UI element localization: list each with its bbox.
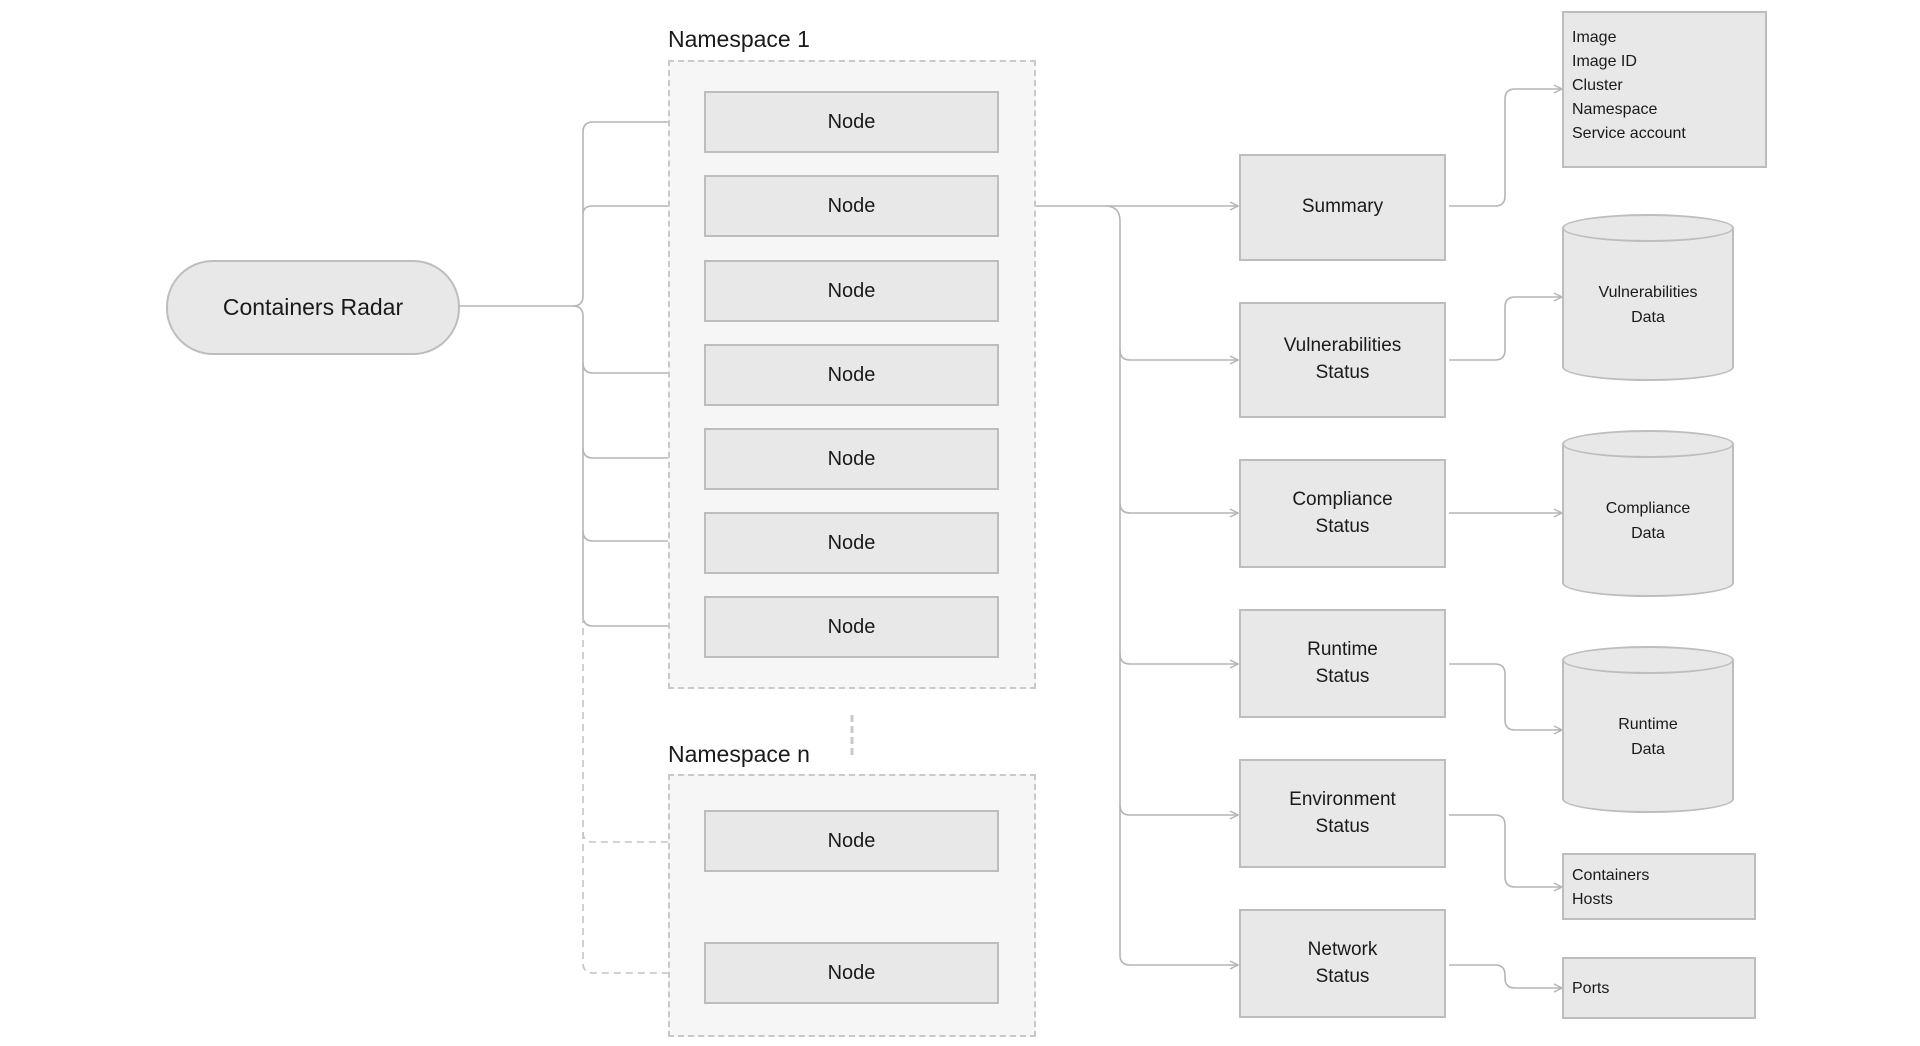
node-label: Node	[827, 364, 876, 386]
detail-item: Ports	[1572, 980, 1610, 997]
namespace-1-title: Namespace 1	[668, 26, 810, 52]
cylinder-top	[1562, 430, 1734, 458]
status-label: Environment	[1289, 788, 1396, 810]
node-box: Node	[704, 512, 999, 574]
status-label: Network	[1307, 938, 1378, 960]
node-label: Node	[827, 448, 876, 470]
connector-node-status	[1119, 805, 1240, 970]
data-store-label-line: Data	[1631, 525, 1665, 542]
node-box: Node	[704, 942, 999, 1004]
data-store-label-line: Vulnerabilities	[1598, 284, 1698, 301]
status-label: Summary	[1301, 196, 1384, 218]
network-details-box: Ports	[1562, 957, 1756, 1019]
detail-item: Namespace	[1572, 101, 1658, 118]
namespace-n-title: Namespace n	[668, 741, 810, 767]
node-box: Node	[704, 810, 999, 872]
node-label: Node	[827, 280, 876, 302]
connector-root-dashed	[582, 832, 706, 978]
connector-node-status	[1119, 350, 1240, 518]
data-store-label-line: Compliance	[1605, 500, 1691, 517]
detail-item: Image ID	[1572, 53, 1637, 70]
data-store-label-line: Runtime	[1618, 716, 1678, 733]
detail-item: Containers	[1572, 867, 1650, 884]
vulnerabilities-data-store: Vulnerabilities Data	[1562, 214, 1734, 381]
node-label: Node	[827, 962, 876, 984]
connector-status-detail	[1449, 292, 1564, 361]
connector-node-status	[1104, 205, 1240, 365]
status-label: Status	[1315, 515, 1370, 537]
cylinder-body	[1562, 659, 1734, 813]
connector-root	[582, 201, 706, 215]
data-store-label: Vulnerabilities Data	[1562, 242, 1734, 368]
cylinder-top	[1562, 214, 1734, 242]
connector-node-status	[1119, 503, 1240, 669]
runtime-data-store: Runtime Data	[1562, 646, 1734, 813]
compliance-data-store: Compliance Data	[1562, 430, 1734, 597]
status-label: Status	[1315, 665, 1370, 687]
cylinder-top	[1562, 646, 1734, 674]
status-label: Runtime	[1307, 638, 1378, 660]
node-label: Node	[827, 616, 876, 638]
data-store-label: Compliance Data	[1562, 458, 1734, 584]
node-box: Node	[704, 91, 999, 153]
node-box: Node	[704, 596, 999, 658]
connector-status-detail	[1449, 964, 1564, 993]
node-box: Node	[704, 175, 999, 237]
vulnerabilities-status-box: Vulnerabilities Status	[1239, 302, 1446, 418]
node-box: Node	[704, 344, 999, 406]
status-label: Vulnerabilities	[1283, 335, 1402, 357]
cylinder-body	[1562, 443, 1734, 597]
data-store-label-line: Data	[1631, 741, 1665, 758]
detail-item: Image	[1572, 29, 1617, 46]
connector-node-status	[1119, 654, 1240, 820]
connector-status-detail	[1449, 814, 1564, 892]
node-box: Node	[704, 428, 999, 490]
node-label: Node	[827, 830, 876, 852]
connector-status-detail	[1449, 84, 1564, 207]
detail-item: Cluster	[1572, 77, 1623, 94]
connector-status-detail	[1449, 663, 1564, 735]
compliance-status-box: Compliance Status	[1239, 459, 1446, 568]
summary-details-box: Image Image ID Cluster Namespace Service…	[1562, 11, 1767, 168]
environment-details-box: Containers Hosts	[1562, 853, 1756, 920]
node-label: Node	[827, 532, 876, 554]
detail-item: Service account	[1572, 125, 1686, 142]
detail-item: Hosts	[1572, 891, 1613, 908]
node-box: Node	[704, 260, 999, 322]
status-label: Compliance	[1292, 488, 1393, 510]
data-store-label-line: Data	[1631, 309, 1665, 326]
environment-status-box: Environment Status	[1239, 759, 1446, 868]
summary-box: Summary	[1239, 154, 1446, 261]
node-label: Node	[827, 195, 876, 217]
containers-radar-label: Containers Radar	[222, 294, 404, 320]
data-store-label: Runtime Data	[1562, 674, 1734, 800]
containers-radar-node: Containers Radar	[166, 260, 460, 355]
network-status-box: Network Status	[1239, 909, 1446, 1018]
runtime-status-box: Runtime Status	[1239, 609, 1446, 718]
status-label: Status	[1315, 965, 1370, 987]
node-label: Node	[827, 111, 876, 133]
status-label: Status	[1315, 815, 1370, 837]
status-label: Status	[1315, 362, 1370, 383]
cylinder-body	[1562, 227, 1734, 381]
